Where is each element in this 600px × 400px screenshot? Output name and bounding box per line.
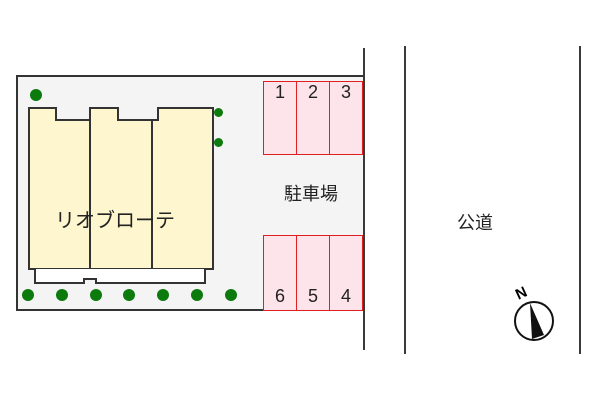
tree-icon (90, 289, 102, 301)
parking-stall-6: 6 (263, 235, 297, 311)
tree-icon (22, 289, 34, 301)
parking-label: 駐車場 (284, 184, 338, 205)
compass: N (512, 284, 558, 343)
tree-icon (157, 289, 169, 301)
road-edge-left (404, 46, 406, 354)
parking-stall-1: 1 (263, 81, 297, 155)
north-arrow-icon (514, 301, 554, 341)
parking-stall-5: 5 (296, 235, 330, 311)
building (28, 107, 214, 270)
road-label: 公道 (457, 213, 493, 234)
tree-icon (214, 138, 223, 147)
tree-icon (56, 289, 68, 301)
tree-icon (214, 108, 223, 117)
road-edge-right (579, 46, 581, 354)
tree-icon (30, 89, 42, 101)
parking-stall-3: 3 (329, 81, 363, 155)
tree-icon (225, 289, 237, 301)
balcony (34, 269, 206, 285)
lot-boundary-line (363, 48, 365, 350)
parking-stall-4: 4 (329, 235, 363, 311)
building-name: リオブローテ (55, 208, 175, 232)
tree-icon (123, 289, 135, 301)
building-outline-icon (28, 107, 214, 270)
tree-icon (191, 289, 203, 301)
parking-stall-2: 2 (296, 81, 330, 155)
